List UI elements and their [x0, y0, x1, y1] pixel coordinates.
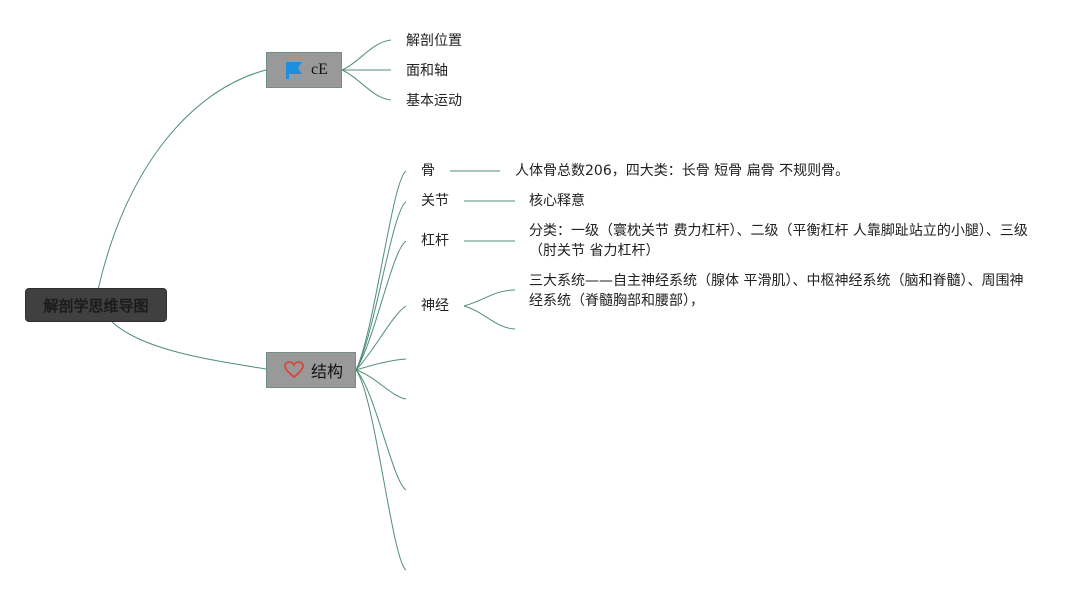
topic-planes-and-axes[interactable]: 面和轴	[406, 63, 448, 79]
branch-label-structure: 结构	[311, 362, 344, 381]
root-node[interactable]: 解剖学思维导图	[25, 288, 167, 322]
topic-joint[interactable]: 关节	[421, 193, 449, 209]
connector-structure-child-3	[355, 240, 407, 371]
branch-label-ce: cE	[311, 61, 328, 78]
connector-structure-empty-2	[355, 369, 407, 400]
connector-structure-child-4	[355, 305, 407, 371]
connector-structure-empty-4	[355, 369, 407, 571]
topic-lever[interactable]: 杠杆	[421, 233, 449, 249]
connector-structure-child-2	[355, 201, 407, 371]
connector-root-structure	[109, 319, 267, 370]
topic-basic-movements[interactable]: 基本运动	[406, 93, 462, 109]
connector-nerve-detail-2	[463, 305, 516, 330]
topic-anatomical-position[interactable]: 解剖位置	[406, 33, 462, 49]
detail-nerve[interactable]: 三大系统——自主神经系统（腺体 平滑肌）、中枢神经系统（脑和脊髓）、周围神经系统…	[529, 273, 1024, 309]
detail-lever[interactable]: 分类：一级（寰枕关节 费力杠杆）、二级（平衡杠杆 人靠脚趾站立的小腿）、三级（肘…	[529, 223, 1028, 259]
topic-nerve[interactable]: 神经	[421, 298, 449, 314]
connector-ce-child-1	[341, 39, 392, 71]
connector-root-ce	[97, 69, 267, 291]
branch-node-structure[interactable]: 结构	[266, 352, 356, 388]
topic-bone[interactable]: 骨	[421, 163, 435, 179]
root-label: 解剖学思维导图	[43, 296, 149, 315]
connector-structure-empty-1	[355, 358, 407, 371]
connector-structure-empty-3	[355, 369, 407, 491]
detail-bone[interactable]: 人体骨总数206，四大类：长骨 短骨 扁骨 不规则骨。	[515, 163, 850, 179]
connector-structure-child-1	[355, 170, 407, 371]
branch-node-ce[interactable]: cE	[266, 52, 342, 88]
heart-icon	[283, 359, 305, 381]
connector-ce-child-3	[341, 69, 392, 101]
connector-nerve-detail-1	[463, 289, 516, 307]
flag-icon	[283, 59, 305, 81]
detail-joint[interactable]: 核心释意	[529, 193, 585, 209]
